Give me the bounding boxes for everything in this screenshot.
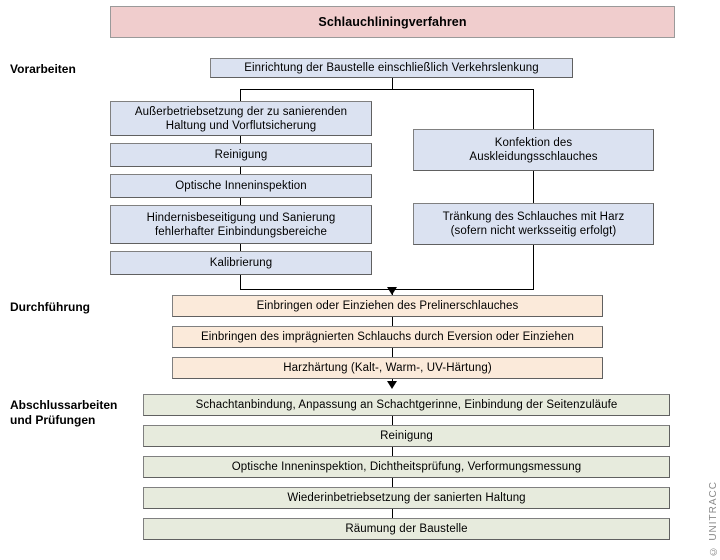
node-close-2-text: Reinigung [380, 430, 433, 442]
node-close-5-text: Räumung der Baustelle [345, 523, 468, 535]
node-close-1-text: Schachtanbindung, Anpassung an Schachtge… [195, 399, 618, 411]
node-close-2[interactable]: Reinigung [143, 425, 670, 447]
diagram-title-box: Schlauchliningverfahren [110, 6, 675, 38]
connector-left-4-5 [240, 243, 241, 252]
connector-left-bottom-down [240, 274, 241, 289]
copyright-watermark-text: © UNITRACC [708, 480, 719, 556]
node-left-5[interactable]: Kalibrierung [110, 251, 372, 275]
node-exec-3-text: Harzhärtung (Kalt-, Warm-, UV-Härtung) [283, 362, 492, 374]
node-left-1-text: Außerbetriebsetzung der zu sanierenden H… [134, 105, 348, 132]
node-close-4-text: Wiederinbetriebsetzung der sanierten Hal… [287, 492, 526, 504]
connector-split-right-down [533, 89, 534, 129]
phase-label-durchfuehrung-text: Durchführung [10, 300, 90, 314]
node-close-3[interactable]: Optische Inneninspektion, Dichtheitsprüf… [143, 456, 670, 478]
node-close-3-text: Optische Inneninspektion, Dichtheitsprüf… [231, 461, 582, 473]
node-left-2[interactable]: Reinigung [110, 143, 372, 167]
connector-close-3-4 [392, 478, 393, 487]
connector-split-bar [240, 89, 534, 90]
node-start[interactable]: Einrichtung der Baustelle einschließlich… [210, 58, 573, 78]
node-left-4-text: Hindernisbeseitigung und Sanierung fehle… [146, 211, 336, 238]
node-right-1[interactable]: Konfektion des Auskleidungsschlauches [413, 129, 654, 171]
node-left-2-text: Reinigung [214, 149, 268, 161]
phase-label-abschlussarbeiten-line2: und Prüfungen [10, 413, 96, 427]
connector-right-1-2 [533, 171, 534, 203]
connector-close-2-3 [392, 447, 393, 456]
node-exec-2-text: Einbringen des imprägnierten Schlauchs d… [200, 331, 575, 343]
node-exec-2[interactable]: Einbringen des imprägnierten Schlauchs d… [172, 326, 603, 348]
connector-close-1-2 [392, 416, 393, 425]
diagram-title-text: Schlauchliningverfahren [318, 15, 467, 29]
node-left-3-text: Optische Inneninspektion [175, 180, 307, 192]
node-exec-1-text: Einbringen oder Einziehen des Prelinersc… [256, 300, 519, 312]
connector-left-1-2 [240, 135, 241, 144]
connector-right-bottom-down [533, 245, 534, 289]
connector-exec-2-3 [392, 348, 393, 357]
node-right-2-text: Tränkung des Schlauches mit Harz (sofern… [442, 211, 625, 237]
copyright-watermark: © UNITRACC [708, 481, 719, 556]
node-left-3[interactable]: Optische Inneninspektion [110, 174, 372, 198]
connector-close-4-5 [392, 509, 393, 518]
node-close-4[interactable]: Wiederinbetriebsetzung der sanierten Hal… [143, 487, 670, 509]
node-close-1[interactable]: Schachtanbindung, Anpassung an Schachtge… [143, 394, 670, 416]
node-exec-3[interactable]: Harzhärtung (Kalt-, Warm-, UV-Härtung) [172, 357, 603, 379]
connector-exec-1-2 [392, 317, 393, 326]
phase-label-abschlussarbeiten-line1: Abschlussarbeiten [10, 398, 118, 412]
arrow-into-execution [387, 287, 397, 295]
node-left-1[interactable]: Außerbetriebsetzung der zu sanierenden H… [110, 101, 372, 136]
node-left-4[interactable]: Hindernisbeseitigung und Sanierung fehle… [110, 205, 372, 244]
phase-label-abschlussarbeiten: Abschlussarbeiten und Prüfungen [10, 398, 117, 428]
connector-split-left-down [240, 89, 241, 101]
node-right-1-text: Konfektion des Auskleidungsschlauches [469, 137, 598, 163]
node-close-5[interactable]: Räumung der Baustelle [143, 518, 670, 540]
node-left-5-text: Kalibrierung [209, 257, 273, 269]
phase-label-vorarbeiten: Vorarbeiten [10, 62, 76, 77]
connector-start-down [392, 77, 393, 89]
connector-left-3-4 [240, 197, 241, 206]
node-right-2[interactable]: Tränkung des Schlauches mit Harz (sofern… [413, 203, 654, 245]
phase-label-vorarbeiten-text: Vorarbeiten [10, 62, 76, 76]
arrow-into-closing [387, 381, 397, 389]
node-start-text: Einrichtung der Baustelle einschließlich… [244, 62, 539, 74]
phase-label-durchfuehrung: Durchführung [10, 300, 90, 315]
connector-left-2-3 [240, 166, 241, 175]
node-exec-1[interactable]: Einbringen oder Einziehen des Prelinersc… [172, 295, 603, 317]
